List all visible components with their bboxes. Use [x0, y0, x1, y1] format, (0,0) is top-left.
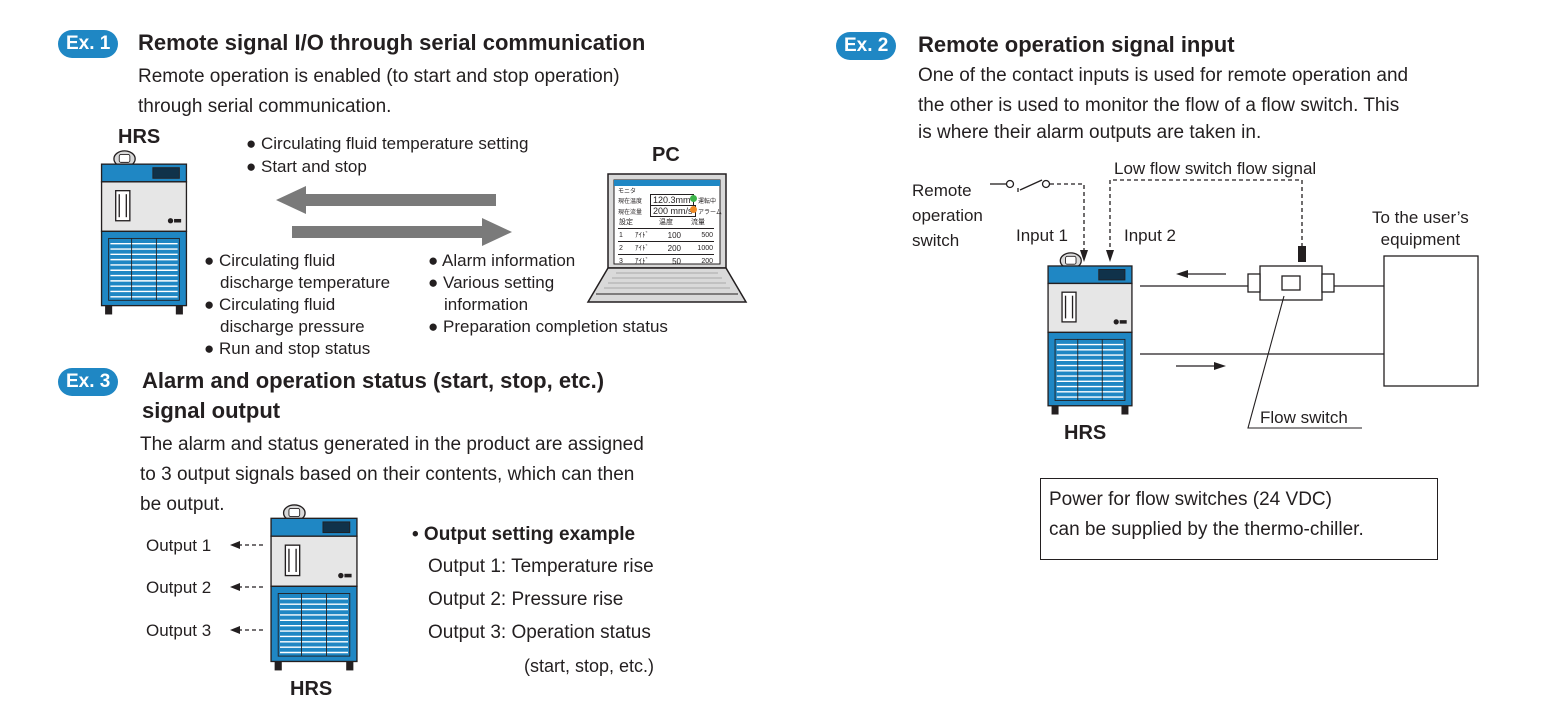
ex1-to-hrs-item-1: ● Circulating fluid temperature setting: [246, 134, 529, 153]
ex1-desc-line-1: Remote operation is enabled (to start an…: [138, 66, 620, 87]
ex2-hrs-chiller: [1047, 252, 1133, 416]
arrow-to-pc: [292, 218, 512, 246]
ex2-flow-switch-label: Flow switch: [1260, 408, 1348, 427]
ex2-note-line-2: can be supplied by the thermo-chiller.: [1049, 519, 1364, 540]
ex2-note-line-1: Power for flow switches (24 VDC): [1049, 489, 1332, 510]
ex3-example-line-2: Output 2: Pressure rise: [428, 589, 624, 610]
ex2-input-2-label: Input 2: [1124, 226, 1176, 245]
ex3-output-arrows: [230, 541, 266, 634]
ex2-user-equipment-label: To the user’s equipment: [1372, 208, 1469, 249]
status-orange-indicator: [690, 206, 697, 213]
ex2-note-box: Power for flow switches (24 VDC) can be …: [1040, 478, 1438, 560]
ex3-hrs-label: HRS: [290, 678, 333, 700]
ex3-example-line-4: (start, stop, etc.): [524, 656, 655, 676]
ex2-wiring-diagram: [990, 179, 1479, 429]
ex1-hrs-chiller: [100, 150, 188, 316]
ex1-pc-label: PC: [652, 144, 680, 166]
ex1-badge: Ex. 1: [58, 30, 119, 58]
ex2-remote-switch-label: Remote operation switch: [912, 181, 983, 250]
ex3-desc-line-3: be output.: [140, 494, 225, 515]
ex1-desc-line-2: through serial communication.: [138, 96, 392, 117]
ex1-to-hrs-item-2: ● Start and stop: [246, 157, 367, 176]
ex3-output-1: Output 1: [146, 536, 212, 555]
ex1-hrs-label: HRS: [118, 126, 161, 148]
table-row: 設定 温度 流量: [619, 219, 705, 226]
arrow-to-hrs: [276, 186, 496, 214]
ex2-low-flow-signal-label: Low flow switch flow signal: [1114, 159, 1317, 178]
ex1-screen-row2-label: 現在流量: [618, 210, 643, 216]
ex1-title: Remote signal I/O through serial communi…: [138, 30, 646, 55]
ex2-hrs-label: HRS: [1064, 422, 1107, 444]
ex3-example-line-1: Output 1: Temperature rise: [428, 556, 654, 577]
switch-contact-right: [1041, 179, 1051, 189]
ex2-desc-line-3: is where their alarm outputs are taken i…: [918, 122, 1262, 143]
ex3-title-line-1: Alarm and operation status (start, stop,…: [142, 368, 605, 393]
ex3-badge: Ex. 3: [58, 368, 119, 396]
ex1-from-hrs-right: ● Alarm information ● Various setting in…: [428, 251, 668, 336]
ex2-title: Remote operation signal input: [918, 32, 1235, 57]
ex1-screen-row1-status: 運転中: [698, 199, 717, 205]
ex1-arrows: [276, 186, 512, 246]
ex1-pc-laptop: [586, 173, 748, 303]
ex3-hrs-chiller: [270, 504, 358, 672]
status-green-indicator: [690, 195, 697, 202]
switch-contact-left: [1005, 179, 1015, 189]
ex1-screen-row2-status: アラーム: [698, 210, 722, 216]
ex3-example-title: • Output setting example: [412, 524, 636, 545]
ex3-example-line-3: Output 3: Operation status: [428, 622, 651, 643]
ex3-output-3: Output 3: [146, 621, 212, 640]
ex1-screen-title: モニタ: [618, 189, 637, 195]
ex1-from-hrs-left: ● Circulating fluid discharge temperatur…: [204, 251, 391, 358]
ex3-desc-line-2: to 3 output signals based on their conte…: [140, 464, 635, 485]
ex3-desc-line-1: The alarm and status generated in the pr…: [140, 434, 644, 455]
ex2-desc-line-1: One of the contact inputs is used for re…: [918, 65, 1409, 86]
ex2-badge: Ex. 2: [836, 32, 897, 60]
ex1-screen-row1-label: 現在温度: [618, 199, 643, 205]
ex2-input-1-label: Input 1: [1016, 226, 1068, 245]
ex3-title-line-2: signal output: [142, 398, 281, 423]
ex3-output-2: Output 2: [146, 578, 212, 597]
ex2-desc-line-2: the other is used to monitor the flow of…: [918, 95, 1400, 116]
